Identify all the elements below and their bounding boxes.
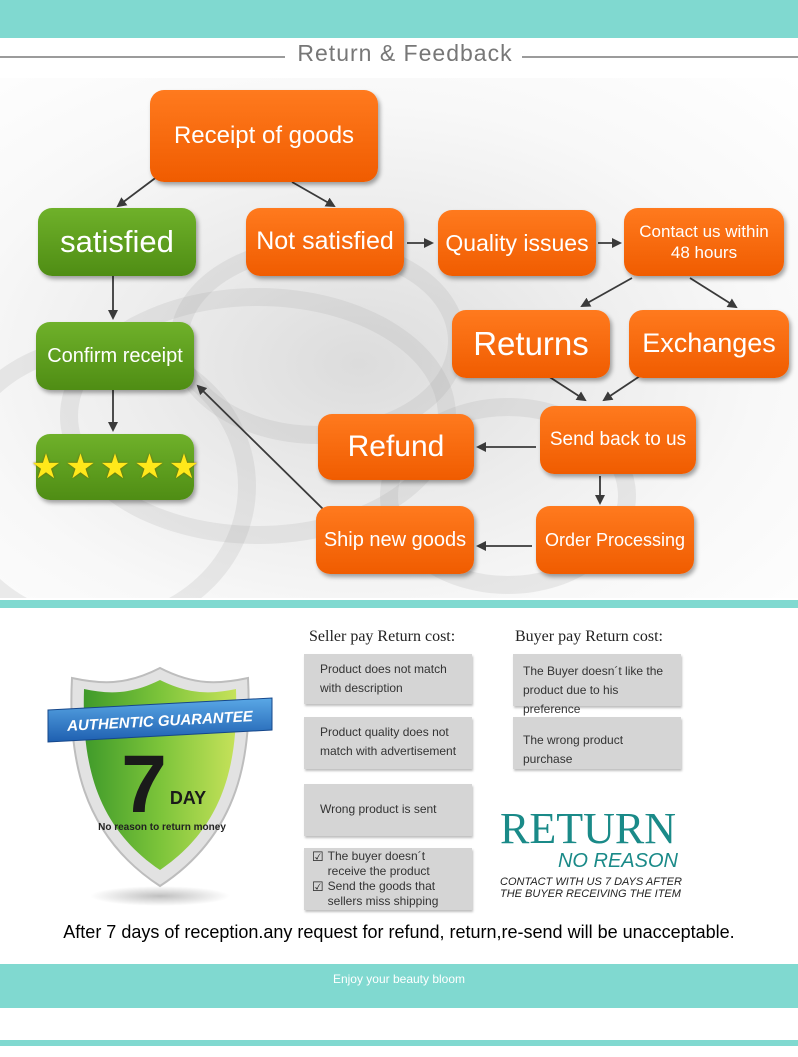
not-satisfied-node: Not satisfied (246, 208, 404, 276)
star-icon: ★ (134, 448, 165, 486)
arrow-receipt-to-satisfied (116, 175, 159, 208)
check-item-label: The buyer doesn´t receive the product (327, 849, 430, 878)
quality-issues-node: Quality issues (438, 210, 596, 276)
buyer-item-label: The wrong product purchase (523, 733, 624, 766)
seller-item: Wrong product is sent (304, 784, 472, 836)
receipt-of-goods-node: Receipt of goods (150, 90, 378, 182)
return-logo-line2: THE BUYER RECEIVING THE ITEM (500, 888, 681, 900)
return-policy-notice: After 7 days of reception.any request fo… (63, 922, 735, 942)
arrow-contact-to-returns (580, 277, 633, 307)
checkbox-checked-icon: ☑ (312, 849, 324, 864)
footer-tagline: Enjoy your beauty bloom (332, 972, 466, 986)
check-item-label: Send the goods that sellers miss shippin… (327, 879, 439, 908)
bottom-line (0, 1040, 798, 1046)
five-star-rating: ★ ★ ★ ★ ★ (31, 434, 199, 500)
check-item: ☑Send the goods that sellers miss shippi… (312, 879, 466, 909)
badge-unit: DAY (170, 788, 206, 808)
order-processing-node: Order Processing (536, 506, 694, 574)
authentic-guarantee-badge: AUTHENTIC GUARANTEE 7 DAY No reason to r… (47, 666, 273, 906)
section-header: Return & Feedback (0, 40, 798, 72)
return-logo-subtitle: NO REASON (557, 850, 678, 872)
seller-item-label: Wrong product is sent (320, 802, 437, 816)
contact-within-node: Contact us within 48 hours (624, 208, 784, 276)
ship-new-goods-node: Ship new goods (316, 506, 474, 574)
seller-item: Product quality does not match with adve… (304, 717, 472, 769)
badge-number: 7 (121, 739, 167, 830)
return-no-reason-logo: RETURN NO REASON CONTACT WITH US 7 DAYS … (500, 804, 690, 901)
arrow-receipt-to-not-satisfied (291, 181, 336, 207)
star-icon: ★ (30, 448, 62, 486)
badge-note: No reason to return money (98, 822, 226, 833)
title-rule-right (522, 56, 798, 58)
star-icon: ★ (65, 448, 96, 486)
top-band (0, 0, 798, 38)
arrow-contact-to-exchanges (689, 277, 738, 309)
star-icon: ★ (168, 448, 200, 486)
seller-item: Product does not match with description (304, 654, 472, 704)
buyer-pay-heading: Buyer pay Return cost: (515, 628, 663, 645)
return-logo-line1: CONTACT WITH US 7 DAYS AFTER (500, 876, 682, 888)
footer-band (0, 964, 798, 1008)
buyer-item: The Buyer doesn´t like the product due t… (513, 654, 681, 716)
check-item: ☑The buyer doesn´t receive the product (312, 849, 466, 879)
arrow-ship-to-confirm (196, 384, 326, 512)
return-policy-section: AUTHENTIC GUARANTEE 7 DAY No reason to r… (0, 612, 798, 957)
refund-node: Refund (318, 414, 474, 480)
returns-node: Returns (452, 310, 610, 378)
title-rule-left (0, 56, 285, 58)
flowchart: Receipt of goods satisfied Not satisfied… (0, 78, 798, 598)
star-icon: ★ (99, 448, 131, 486)
arrow-returns-to-send-back (547, 375, 587, 402)
send-back-node: Send back to us (540, 406, 696, 474)
seller-check-list: ☑The buyer doesn´t receive the product ☑… (304, 848, 472, 910)
return-logo-title: RETURN (500, 804, 676, 853)
flow-arrows (108, 175, 738, 551)
section-title: Return & Feedback (297, 40, 513, 66)
satisfied-node: satisfied (38, 208, 196, 276)
checkbox-checked-icon: ☑ (312, 879, 324, 894)
seller-pay-heading: Seller pay Return cost: (309, 628, 456, 645)
arrow-exchanges-to-send-back (602, 375, 641, 402)
confirm-receipt-node: Confirm receipt (36, 322, 194, 390)
divider-band (0, 600, 798, 608)
exchanges-node: Exchanges (629, 310, 789, 378)
buyer-item: The wrong product purchase (513, 717, 681, 769)
